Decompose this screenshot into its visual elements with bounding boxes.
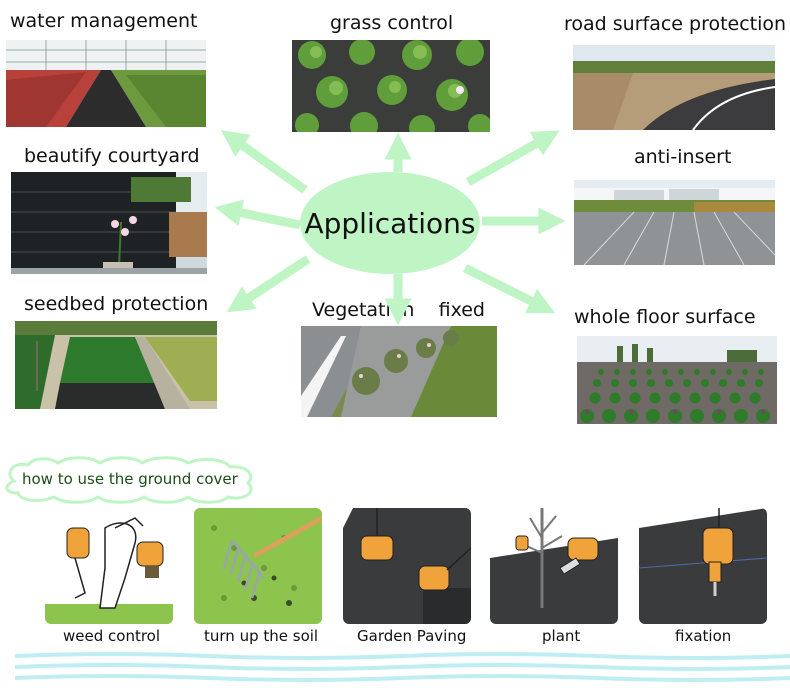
step-label-turn-up-soil: turn up the soil bbox=[204, 627, 319, 645]
water-management-photo bbox=[6, 40, 206, 127]
label-vegetation-fixed: Vegetation fixed bbox=[312, 299, 485, 321]
grass-control-photo bbox=[292, 40, 490, 132]
plant-illustration bbox=[490, 508, 618, 624]
weed-control-illustration bbox=[45, 508, 173, 624]
fixation-illustration bbox=[639, 508, 767, 624]
turn-up-soil-illustration bbox=[194, 508, 322, 624]
arrow-seedbed-protection bbox=[226, 255, 311, 313]
step-label-plant: plant bbox=[542, 627, 581, 645]
arrow-beautify-courtyard bbox=[214, 199, 301, 230]
label-road-surface-protection: road surface protection bbox=[564, 13, 787, 35]
how-to-cloud bbox=[5, 456, 253, 504]
garden-paving-illustration bbox=[343, 508, 471, 624]
applications-title: Applications bbox=[304, 206, 476, 240]
arrow-water-management bbox=[221, 130, 308, 194]
whole-floor-surface-photo bbox=[577, 336, 777, 424]
how-to-title: how to use the ground cover bbox=[22, 470, 238, 488]
vegetation-fixed-photo bbox=[301, 326, 497, 417]
seedbed-protection-photo bbox=[15, 321, 217, 409]
step-label-garden-paving: Garden Paving bbox=[357, 627, 467, 645]
label-whole-floor-surface: whole floor surface bbox=[574, 306, 756, 328]
road-surface-photo bbox=[573, 45, 775, 130]
anti-insert-photo bbox=[574, 180, 775, 265]
beautify-courtyard-photo bbox=[11, 172, 207, 274]
label-grass-control: grass control bbox=[330, 12, 454, 34]
decorative-waves bbox=[15, 652, 790, 682]
label-beautify-courtyard: beautify courtyard bbox=[24, 145, 200, 167]
label-anti-insert: anti-insert bbox=[634, 146, 732, 168]
arrow-road-surface bbox=[465, 130, 560, 186]
step-label-weed-control: weed control bbox=[63, 627, 161, 645]
label-seedbed-protection: seedbed protection bbox=[24, 293, 209, 315]
label-water-management: water management bbox=[10, 10, 198, 32]
applications-bubble: Applications bbox=[300, 172, 480, 274]
step-label-fixation: fixation bbox=[675, 627, 732, 645]
